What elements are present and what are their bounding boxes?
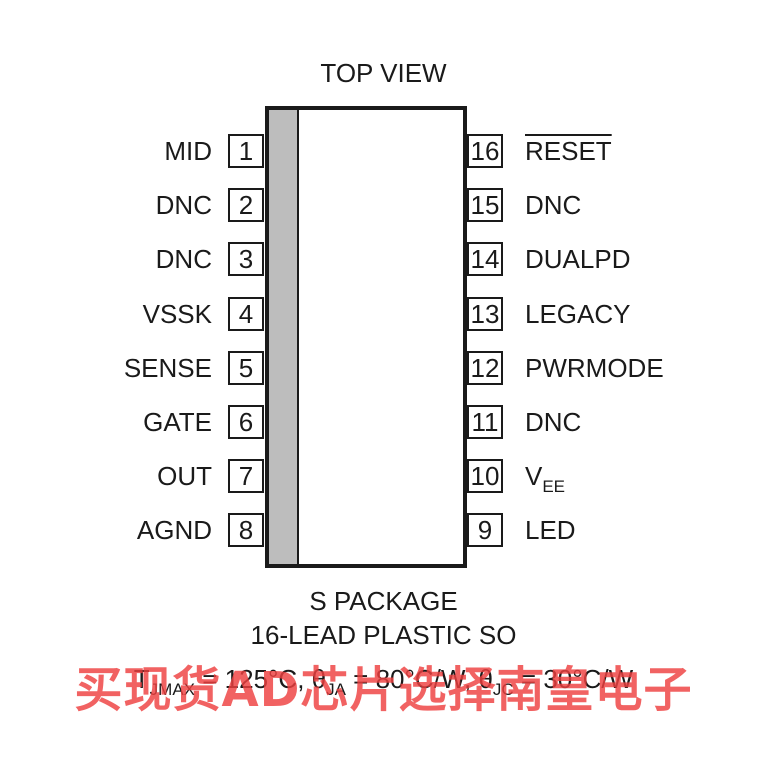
pin-label-text: DNC	[155, 244, 212, 274]
pin-number-box: 6	[228, 405, 264, 439]
pin-number-box: 10	[467, 459, 503, 493]
pin-label-text: OUT	[157, 461, 212, 491]
package-name: S PACKAGE	[309, 586, 458, 616]
pin-number-box: 11	[467, 405, 503, 439]
pin-label: PWRMODE	[525, 351, 664, 385]
pin-label: GATE	[143, 405, 212, 439]
pin-label: DNC	[156, 188, 212, 222]
pin-label-text: RESET	[525, 136, 612, 166]
pin-number-box: 4	[228, 297, 264, 331]
pin-label: LEGACY	[525, 297, 631, 331]
pin-label: DNC	[156, 242, 212, 276]
pin-number-box: 12	[467, 351, 503, 385]
pin-label: VSSK	[143, 297, 212, 331]
pin-number-box: 9	[467, 513, 503, 547]
pin-label-text: PWRMODE	[525, 353, 664, 383]
page-title: TOP VIEW	[320, 58, 447, 88]
pin-label-text: DNC	[155, 190, 212, 220]
pin-label: LED	[525, 513, 576, 547]
pin-number-box: 8	[228, 513, 264, 547]
pin-number-box: 3	[228, 242, 264, 276]
pin-label: DUALPD	[525, 242, 630, 276]
pin-label-text: DUALPD	[525, 244, 631, 274]
pin-number-box: 15	[467, 188, 503, 222]
pin-number-box: 7	[228, 459, 264, 493]
pin-label-text: LEGACY	[525, 299, 631, 329]
thermal-jc-value: = 30°C/W	[513, 664, 634, 694]
ic-package-body	[265, 106, 467, 568]
thermal-t-value: = 125°C, θ	[195, 664, 327, 694]
pin-label-text: V	[525, 461, 543, 491]
pin-label-text: SENSE	[123, 353, 212, 383]
pin-label: AGND	[137, 513, 212, 547]
pin-label-text: DNC	[525, 407, 582, 437]
pin-number-box: 5	[228, 351, 264, 385]
thermal-t-prefix: T	[133, 664, 150, 694]
watermark: 买现货AD芯片选择南皇电子	[74, 662, 693, 718]
pin1-stripe	[269, 110, 299, 564]
pin-label: DNC	[525, 188, 581, 222]
pin-number-box: 1	[228, 134, 264, 168]
pin-label-text: AGND	[136, 515, 212, 545]
pin-label-text: GATE	[143, 407, 212, 437]
pin-number-box: 2	[228, 188, 264, 222]
pin-number-box: 16	[467, 134, 503, 168]
package-description: 16-LEAD PLASTIC SO	[250, 620, 517, 650]
pin-label-subscript: EE	[542, 477, 566, 496]
thermal-spec: TJMAX = 125°C, θJA = 80°C/W, θJC = 30°C/…	[0, 664, 767, 699]
pin-label: DNC	[525, 405, 581, 439]
pin-label: MID	[164, 134, 212, 168]
pin-label: VEE	[525, 459, 565, 497]
pin-number-box: 14	[467, 242, 503, 276]
thermal-jc-sub: JC	[492, 680, 514, 699]
pin-label-text: DNC	[525, 190, 582, 220]
thermal-t-sub: JMAX	[149, 680, 196, 699]
thermal-ja-value: = 80°C/W, θ	[345, 664, 493, 694]
pin-label-text: MID	[164, 136, 212, 166]
pin-label: RESET	[525, 134, 612, 168]
pin-label-text: VSSK	[142, 299, 212, 329]
pin-label: OUT	[157, 459, 212, 493]
thermal-ja-sub: JA	[326, 680, 346, 699]
pin-number-box: 13	[467, 297, 503, 331]
pin-label: SENSE	[124, 351, 212, 385]
pin-label-text: LED	[525, 515, 576, 545]
